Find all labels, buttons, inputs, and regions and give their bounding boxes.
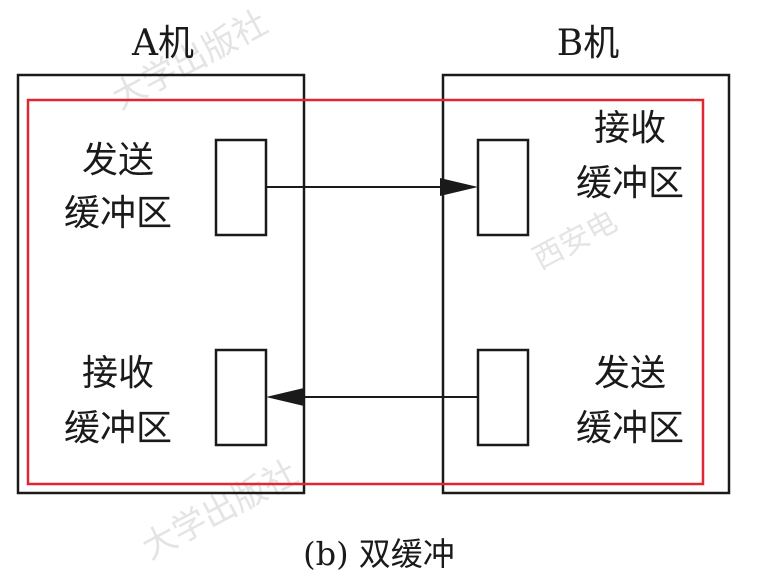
figure-caption: (b) 双缓冲: [303, 535, 455, 573]
machine-b-recv-label-line1: 接收: [594, 108, 666, 149]
machine-a-recv-buffer: [214, 348, 268, 447]
arrow-b-to-a-head: [266, 388, 304, 406]
machine-a-recv-label-line2: 缓冲区: [64, 408, 172, 449]
machine-a-send-label-line2: 缓冲区: [64, 193, 172, 234]
machine-a-send-label-line1: 发送: [82, 140, 154, 181]
machine-a-title: A机: [131, 23, 194, 64]
machine-a-recv-label-line1: 接收: [82, 353, 154, 394]
machine-b-recv-buffer: [476, 138, 530, 237]
highlight-frame: [26, 98, 705, 486]
machine-b-send-label-line1: 发送: [594, 353, 666, 394]
machine-b-recv-label-line2: 缓冲区: [576, 163, 684, 204]
arrow-a-to-b-head: [440, 178, 478, 196]
machine-a-box: [16, 73, 306, 495]
watermark-right: 西安电: [527, 204, 623, 277]
machine-b-box: [441, 73, 731, 495]
machine-b-send-label-line2: 缓冲区: [576, 408, 684, 449]
machine-b-title: B机: [557, 23, 619, 64]
machine-b-send-buffer: [476, 348, 530, 447]
machine-a-send-buffer: [214, 138, 268, 237]
watermark-bottom: 大学出版社: [135, 453, 304, 568]
